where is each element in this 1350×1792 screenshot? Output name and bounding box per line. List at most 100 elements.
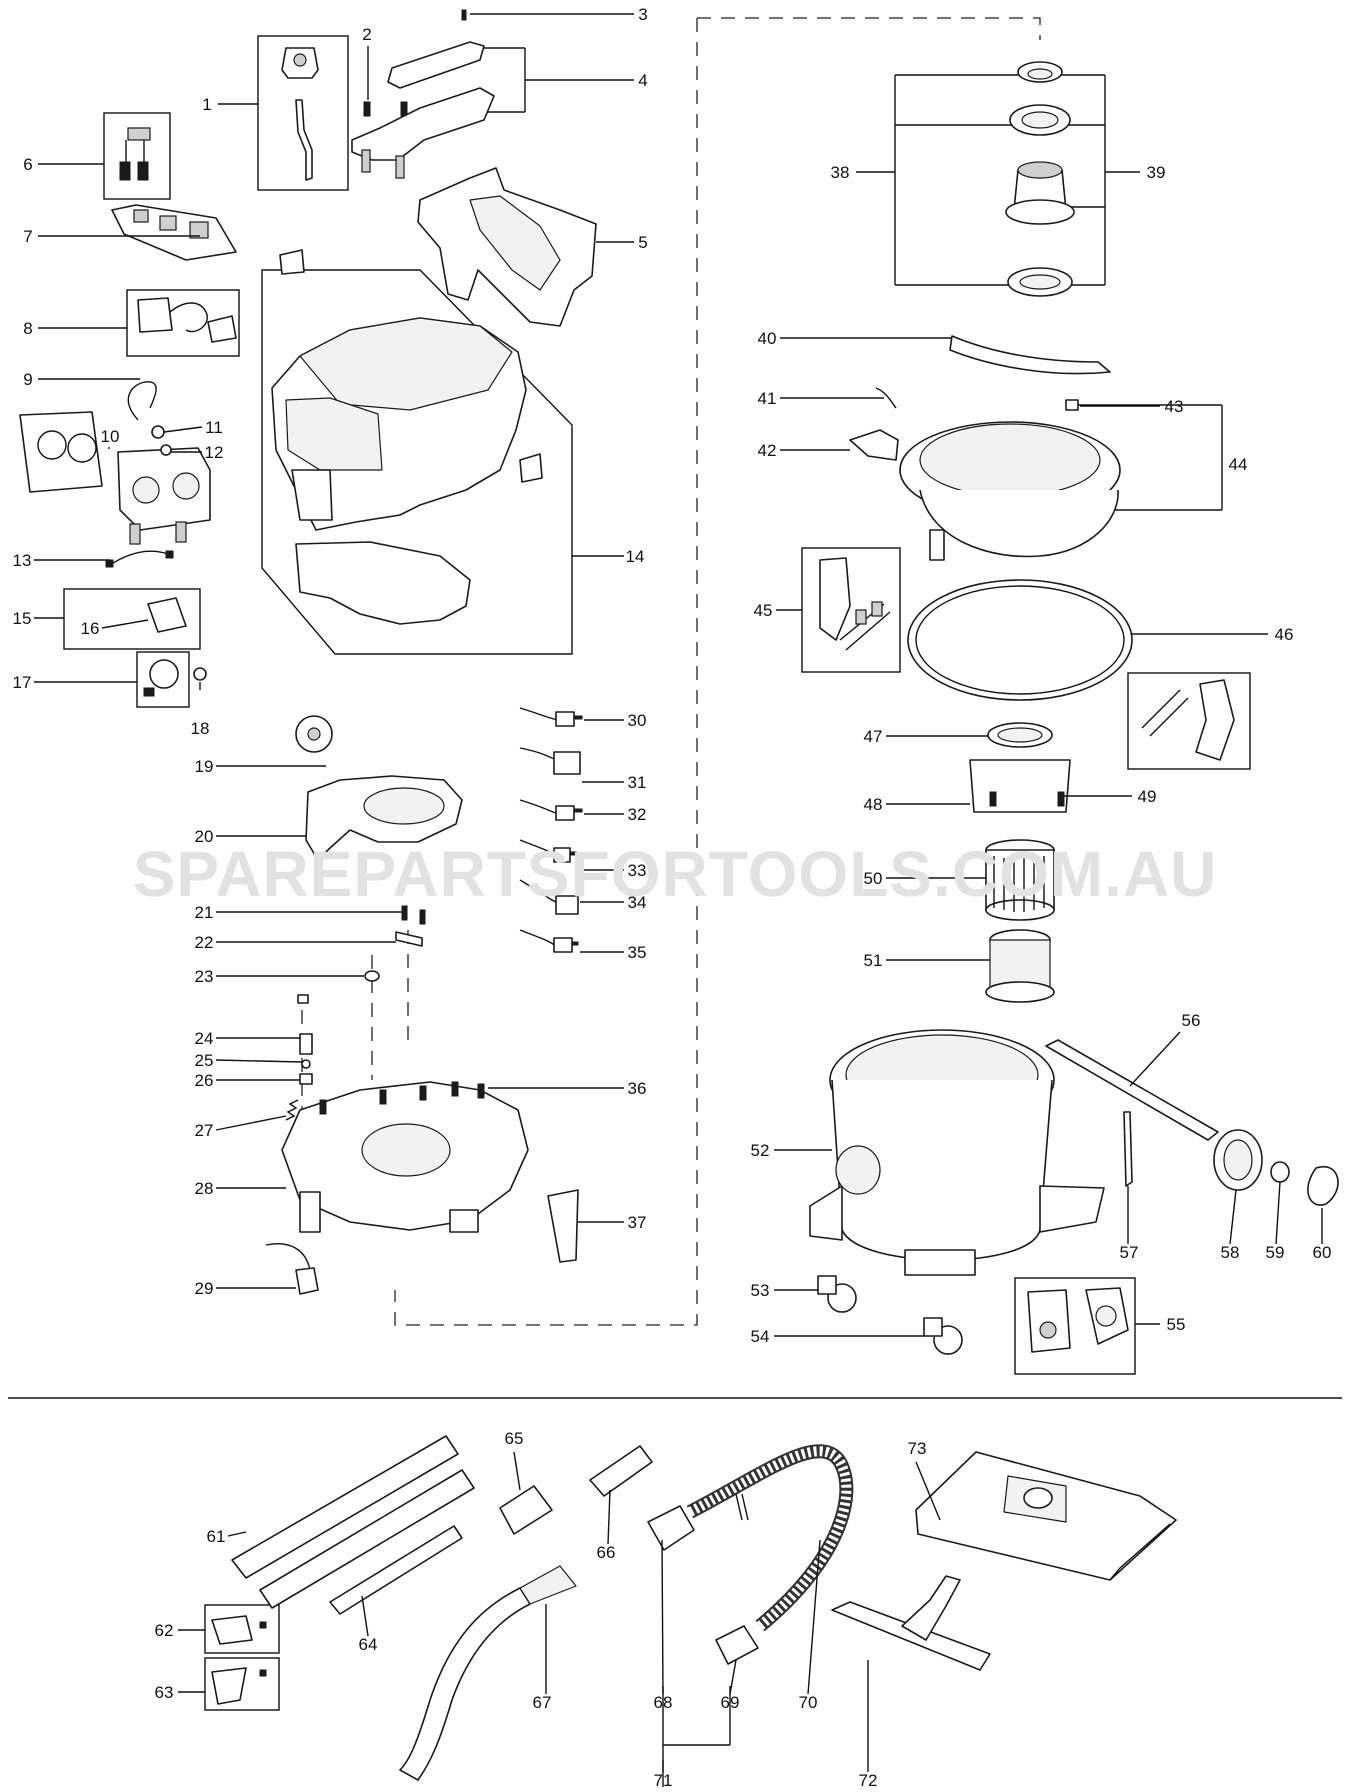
- part-16-flap: [147, 597, 187, 633]
- callout-49: 49: [1138, 787, 1157, 806]
- callout-71: 71: [654, 1771, 673, 1787]
- part-57-screw: [1123, 1111, 1133, 1187]
- part-62-63-clips: [211, 1615, 267, 1705]
- callout-50: 50: [864, 869, 883, 888]
- callout-72: 72: [859, 1771, 878, 1787]
- group-box-55: [1014, 1277, 1136, 1375]
- callout-51: 51: [864, 951, 883, 970]
- callout-5: 5: [638, 233, 647, 252]
- group-box-15: [63, 588, 201, 650]
- dashed-group-link-left: [394, 18, 698, 1326]
- part-5-handle-frame: [417, 167, 597, 327]
- dashed-group-link-top: [697, 17, 1041, 40]
- callout-19: 19: [195, 757, 214, 776]
- part-4-handle-bracket: [351, 41, 495, 179]
- leader-line-11: [163, 426, 203, 433]
- callout-58: 58: [1221, 1243, 1240, 1262]
- callout-28: 28: [195, 1179, 214, 1198]
- part-52-container: [809, 1029, 1105, 1276]
- callout-12: 12: [205, 443, 224, 462]
- part-10-control-panel: [19, 411, 211, 545]
- callout-65: 65: [505, 1429, 524, 1448]
- callout-14: 14: [626, 547, 645, 566]
- part-41-wire: [875, 387, 897, 409]
- group-box-17: [136, 651, 190, 708]
- part-53-54-casters: [817, 1275, 963, 1355]
- group-box-6: [103, 112, 171, 200]
- callout-69: 69: [721, 1693, 740, 1712]
- part-55-clip-set: [1027, 1287, 1129, 1353]
- callout-34: 34: [628, 893, 647, 912]
- part-18-ring: [193, 667, 207, 681]
- part-45b-latch-set: [1141, 679, 1235, 761]
- part-13-cable: [105, 550, 174, 568]
- callout-17: 17: [13, 673, 32, 692]
- group-box-14: [261, 269, 573, 655]
- callout-6: 6: [23, 155, 32, 174]
- callout-24: 24: [195, 1029, 214, 1048]
- part-58-59-60-inlet: [1213, 1129, 1339, 1206]
- callout-55: 55: [1167, 1315, 1186, 1334]
- part-12-washer: [160, 444, 172, 456]
- callout-68: 68: [654, 1693, 673, 1712]
- callout-23: 23: [195, 967, 214, 986]
- part-29-sensor-cable: [265, 1243, 319, 1295]
- bracket-lines: [478, 47, 1223, 1792]
- part-28-base: [281, 1081, 529, 1233]
- group-box-63: [204, 1657, 280, 1711]
- callout-36: 36: [628, 1079, 647, 1098]
- part-64-crevice-nozzle: [329, 1525, 463, 1615]
- callout-7: 7: [23, 227, 32, 246]
- part-17-knob: [143, 659, 179, 697]
- callout-54: 54: [751, 1327, 770, 1346]
- callout-56: 56: [1182, 1011, 1201, 1030]
- callout-26: 26: [195, 1071, 214, 1090]
- callout-2: 2: [362, 25, 371, 44]
- callout-70: 70: [799, 1693, 818, 1712]
- callout-46: 46: [1275, 625, 1294, 644]
- callout-73: 73: [908, 1439, 927, 1458]
- callout-16: 16: [81, 619, 100, 638]
- part-61-extension-tubes: [231, 1435, 475, 1609]
- bracket-39: [1060, 74, 1106, 286]
- part-19-fan-cap: [295, 715, 333, 753]
- part-2-screws: [363, 9, 467, 117]
- callout-27: 27: [195, 1121, 214, 1140]
- callout-61: 61: [207, 1527, 226, 1546]
- part-47-48-49-filter-holder: [969, 722, 1071, 813]
- callout-60: 60: [1313, 1243, 1332, 1262]
- callout-35: 35: [628, 943, 647, 962]
- leader-lines: [34, 13, 1323, 1772]
- callout-13: 13: [13, 551, 32, 570]
- callout-4: 4: [638, 71, 647, 90]
- leader-line-66: [607, 1489, 611, 1545]
- callout-10: 10: [101, 427, 120, 446]
- part-72-floor-nozzle: [831, 1575, 991, 1671]
- leader-line-65: [513, 1451, 521, 1491]
- part-45-latch: [819, 557, 891, 651]
- leader-line-73: [915, 1461, 941, 1521]
- callout-15: 15: [13, 609, 32, 628]
- callout-42: 42: [758, 441, 777, 460]
- part-6-carbon-brushes: [119, 127, 151, 181]
- leader-line-27: [215, 1115, 287, 1131]
- part-9-cable: [127, 381, 157, 421]
- callout-1: 1: [202, 95, 211, 114]
- part-68-69-70-hose: [647, 1444, 854, 1665]
- part-42-float-lever: [849, 429, 899, 461]
- part-46-gasket-ring: [907, 579, 1133, 701]
- callout-18: 18: [191, 719, 210, 738]
- part-1-switch-assembly: [281, 47, 319, 181]
- callout-33: 33: [628, 861, 647, 880]
- part-24-25-26-pin: [297, 994, 313, 1085]
- part-67-curved-tube: [399, 1565, 577, 1781]
- part-43-clip: [1065, 399, 1079, 411]
- callout-40: 40: [758, 329, 777, 348]
- callout-3: 3: [638, 5, 647, 24]
- callout-52: 52: [751, 1141, 770, 1160]
- leader-line-16: [101, 619, 149, 629]
- leader-line-64: [361, 1595, 369, 1637]
- part-56-rod: [1045, 1039, 1219, 1141]
